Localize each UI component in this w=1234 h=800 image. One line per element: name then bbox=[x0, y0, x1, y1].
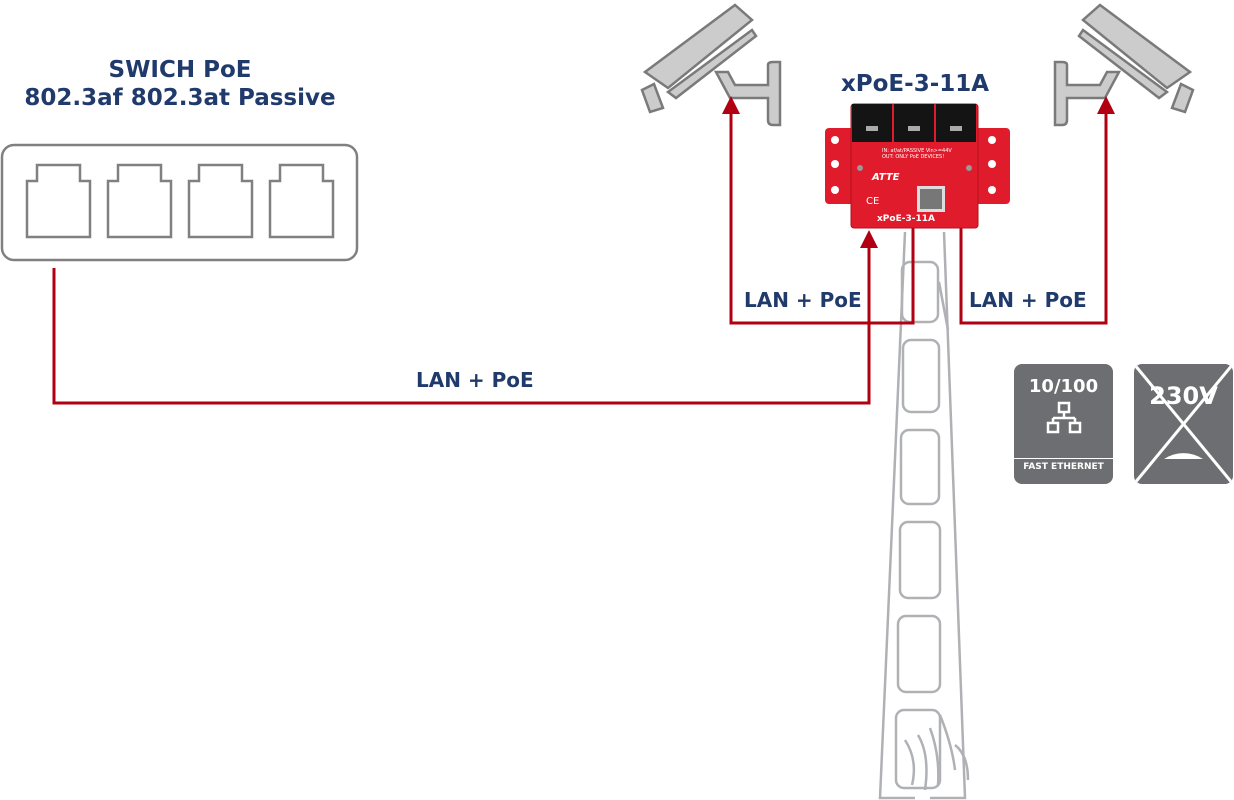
switch-title-line2: 802.3af 802.3at Passive bbox=[24, 85, 336, 111]
cables bbox=[52, 110, 1108, 405]
arrow-head-icon bbox=[722, 96, 740, 114]
rj45-port-icon bbox=[187, 163, 254, 239]
camera-right-icon bbox=[1053, 3, 1195, 127]
arrow-head-icon bbox=[1097, 96, 1115, 114]
switch-title: SWICH PoE 802.3af 802.3at Passive bbox=[0, 56, 360, 112]
xpoe-device bbox=[825, 103, 1010, 229]
arrow-head-icon bbox=[860, 230, 878, 248]
ethernet-speed: 10/100 bbox=[1028, 376, 1099, 397]
device-ce-mark: CE bbox=[866, 196, 880, 207]
device-info-line2: OUT: ONLY PoE DEVICES! bbox=[882, 154, 945, 160]
rj45-port-icon bbox=[268, 163, 335, 239]
pole bbox=[878, 231, 970, 800]
device-title: xPoE-3-11A bbox=[840, 71, 990, 97]
crossed-plug-icon bbox=[1134, 364, 1233, 484]
cable-device-to-right-camera bbox=[959, 110, 1108, 325]
network-icon bbox=[1046, 401, 1081, 434]
link-label-right-camera: LAN + PoE bbox=[969, 288, 1087, 312]
rj45-port-icon bbox=[25, 163, 92, 239]
ethernet-label: FAST ETHERNET bbox=[1023, 462, 1104, 472]
cable-device-to-left-camera bbox=[729, 110, 915, 325]
fast-ethernet-badge: 10/100 FAST ETHERNET bbox=[1014, 364, 1113, 484]
link-label-switch: LAN + PoE bbox=[416, 368, 534, 392]
device-brand: ATTE bbox=[872, 172, 900, 183]
device-board-label: xPoE-3-11A bbox=[877, 214, 935, 224]
no-230v-badge: 230V bbox=[1134, 364, 1233, 484]
poe-switch bbox=[0, 143, 359, 262]
switch-title-line1: SWICH PoE bbox=[108, 57, 252, 83]
camera-left-icon bbox=[640, 3, 782, 127]
link-label-left-camera: LAN + PoE bbox=[744, 288, 862, 312]
device-info-line1: IN: af/at/PASSIVE Vin>=44V bbox=[882, 148, 952, 154]
rj45-port-icon bbox=[106, 163, 173, 239]
